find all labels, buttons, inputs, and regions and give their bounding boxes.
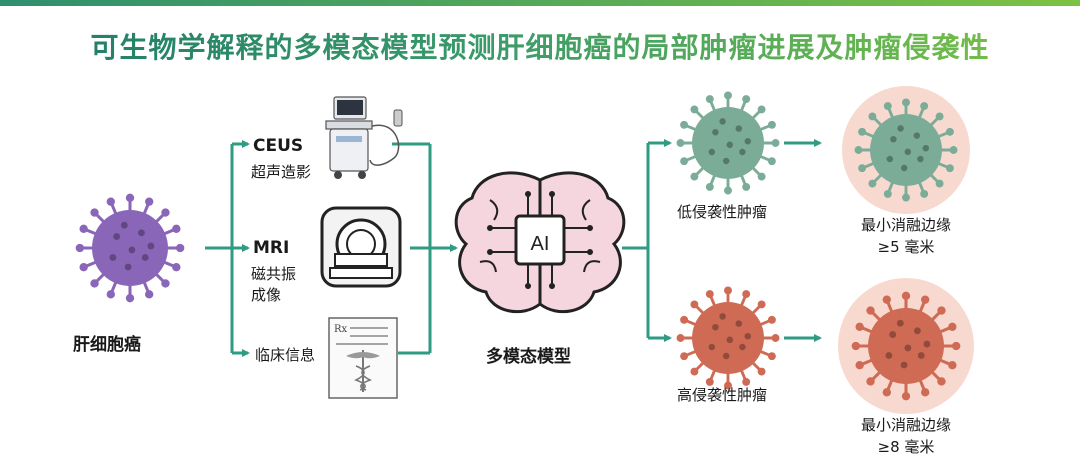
ceus-label: CEUS [253,136,304,156]
model-label: 多模态模型 [486,347,571,367]
clinical-info-label: 临床信息 [255,346,316,364]
input-connector-arrows [205,140,458,357]
low-invasive-tumor-icon [676,91,780,195]
mri-desc-line1: 磁共振 [251,265,297,283]
ceus-desc: 超声造影 [251,163,312,181]
clinical-document-icon: Rx [328,317,398,399]
high-invasive-tumor-margin-icon [851,291,961,401]
liver-cancer-virus-icon [75,193,185,303]
low-invasive-label: 低侵袭性肿瘤 [677,203,768,221]
high-margin-line2: ≥8 毫米 [877,438,935,456]
mri-label: MRI [253,238,290,258]
ai-brain-icon [454,171,626,314]
low-invasive-tumor-margin-icon [854,98,958,202]
ai-chip-label: AI [531,233,550,255]
page-title: 可生物学解释的多模态模型预测肝细胞癌的局部肿瘤进展及肿瘤侵袭性 [0,26,1080,66]
low-margin-line2: ≥5 毫米 [877,238,935,256]
source-label: 肝细胞癌 [73,335,141,355]
output-connector-arrows [622,139,822,342]
high-invasive-tumor-icon [676,286,780,390]
mri-desc-line2: 成像 [251,286,282,304]
ultrasound-machine-icon [325,96,403,179]
mri-scanner-icon [320,206,402,288]
top-accent-bar [0,0,1080,6]
high-margin-line1: 最小消融边缘 [860,416,951,434]
svg-text:Rx: Rx [334,324,348,335]
high-invasive-label: 高侵袭性肿瘤 [677,386,768,404]
low-margin-line1: 最小消融边缘 [860,216,951,234]
